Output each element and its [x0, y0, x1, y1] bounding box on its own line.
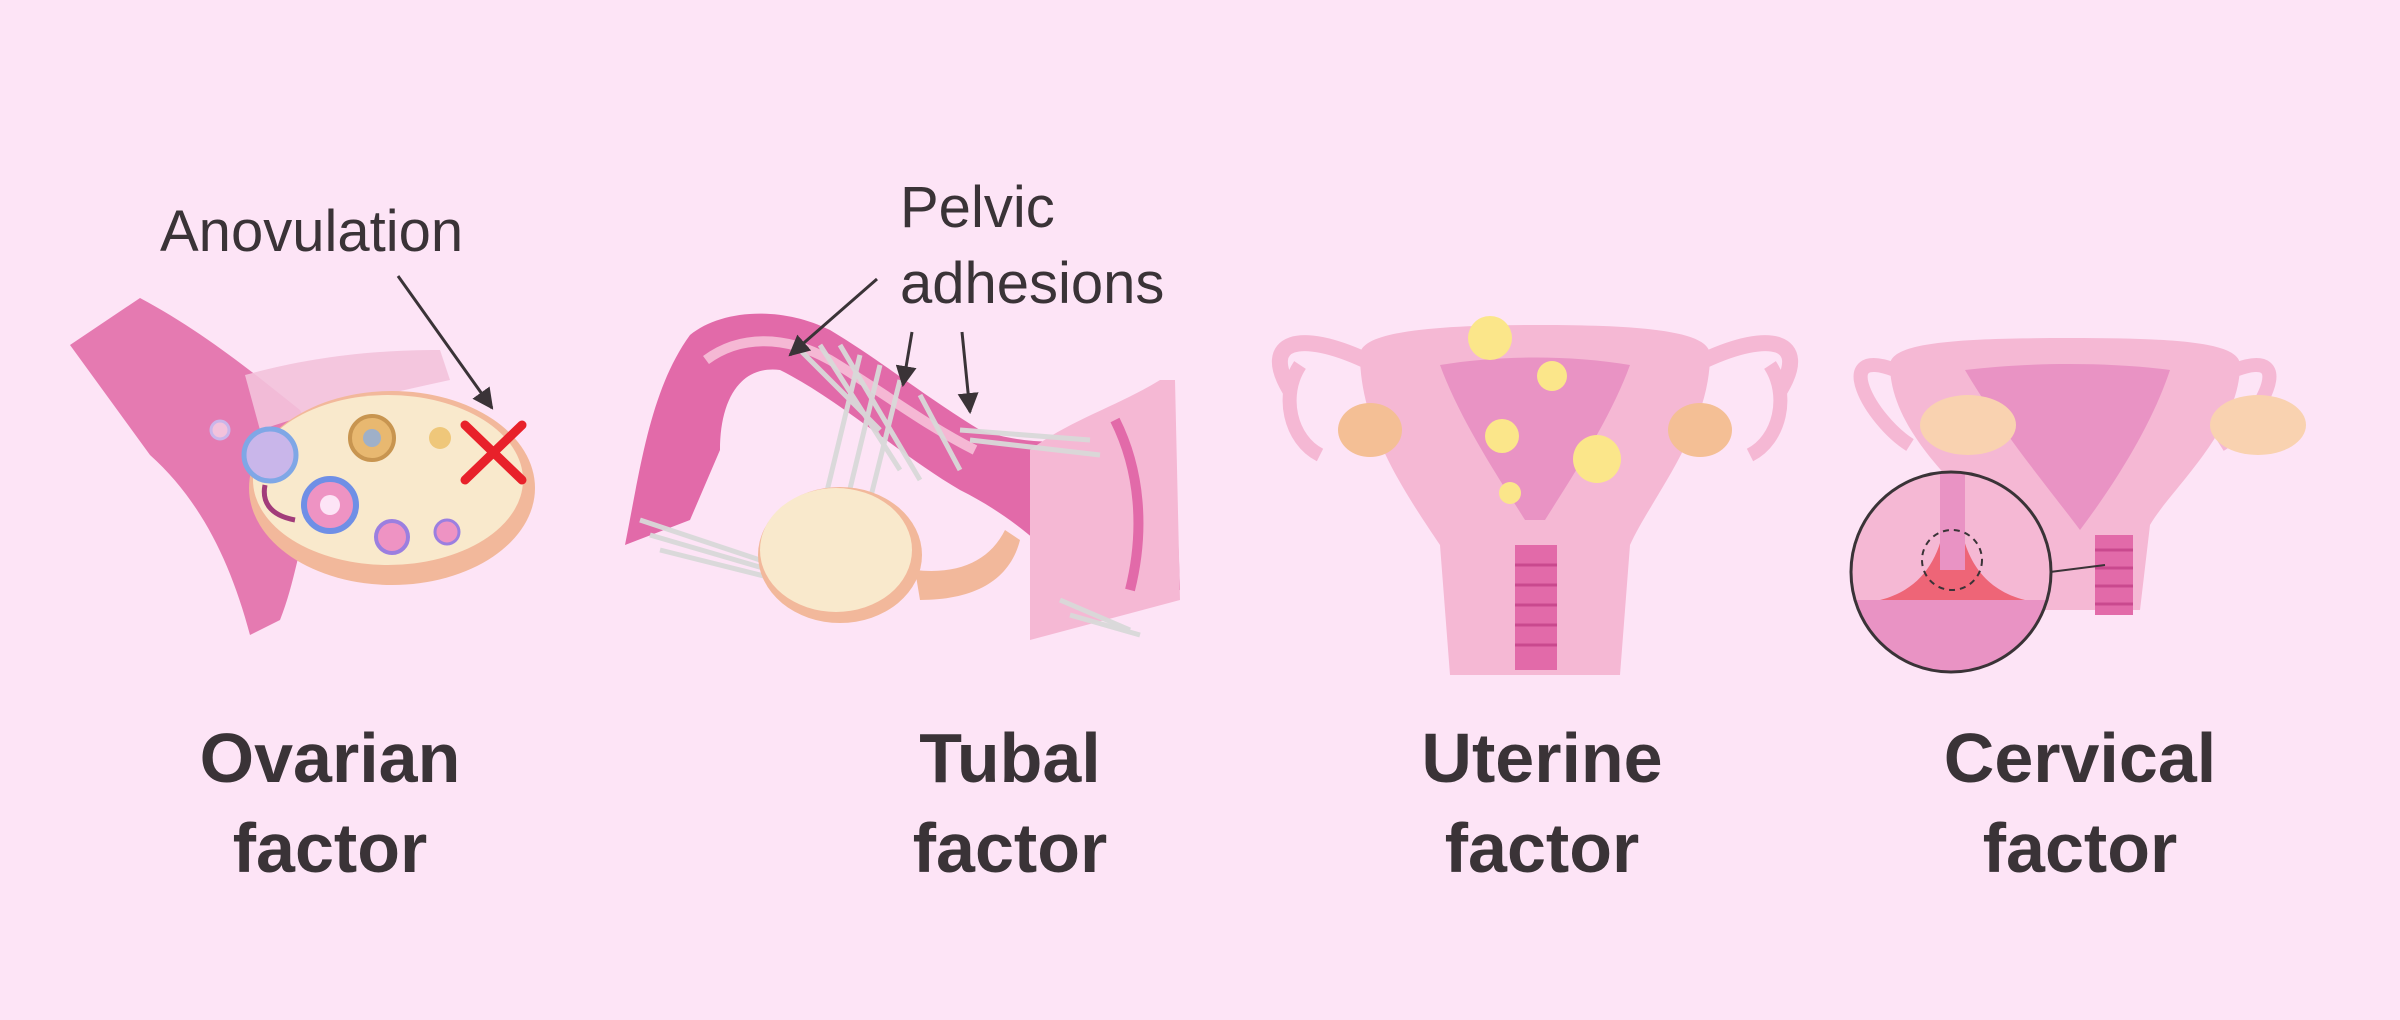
anovulation-pointer: [396, 275, 494, 410]
adhesion-pointer: [957, 331, 979, 415]
uterine-illustration: [1271, 316, 1799, 675]
left-tube: [1271, 335, 1369, 395]
cervical-factor-caption: Cervical factor: [1820, 713, 2340, 893]
cross-icon: [460, 420, 527, 485]
anovulation-text: Anovulation: [160, 199, 464, 264]
adhesion-pointer: [895, 331, 917, 388]
cervix-rings: [2095, 535, 2133, 615]
follicle: [241, 426, 299, 484]
caption-line2: factor: [232, 809, 428, 887]
caption-line1: Uterine: [1421, 719, 1663, 797]
ovarian-illustration: [70, 275, 535, 635]
anovulation-label: Anovulation: [160, 194, 463, 270]
left-ovary: [1338, 403, 1402, 457]
adhesions-text: adhesions: [900, 251, 1165, 316]
right-tube: [1701, 335, 1799, 395]
follicle: [433, 518, 461, 546]
adhesion-pointer: [788, 277, 878, 357]
zoom-connector: [2049, 564, 2106, 573]
caption-line1: Ovarian: [199, 719, 461, 797]
ovarian-ligament: [915, 530, 1020, 600]
corpus-albicans-small: [429, 427, 451, 449]
cervical-left-ovary: [1920, 395, 2016, 455]
uterus-section: [1030, 380, 1180, 640]
follicle: [374, 519, 410, 555]
zoom-inset: [1851, 472, 2051, 672]
tubal-factor-caption: Tubal factor: [750, 713, 1270, 893]
caption-line2: factor: [912, 809, 1108, 887]
cervical-right-ovary: [2210, 395, 2306, 455]
caption-line1: Tubal: [919, 719, 1101, 797]
cervical-illustration: [1849, 338, 2306, 674]
uterine-factor-caption: Uterine factor: [1282, 713, 1802, 893]
caption-line1: Cervical: [1943, 719, 2217, 797]
oocyte: [209, 419, 231, 441]
tubal-illustration: [625, 277, 1180, 640]
fibroids: [1468, 316, 1621, 504]
uterine-cavity: [1440, 357, 1630, 520]
ovulation-arrow: [261, 484, 296, 523]
caption-line2: factor: [1444, 809, 1640, 887]
ovarian-factor-caption: Ovarian factor: [70, 713, 590, 893]
pelvic-adhesions-label: Pelvic adhesions: [900, 170, 1164, 322]
pelvic-text: Pelvic: [900, 175, 1055, 240]
fimbriae: [245, 350, 450, 430]
zoom-marker: [1921, 529, 1983, 591]
right-ovary: [1668, 403, 1732, 457]
caption-line2: factor: [1982, 809, 2178, 887]
